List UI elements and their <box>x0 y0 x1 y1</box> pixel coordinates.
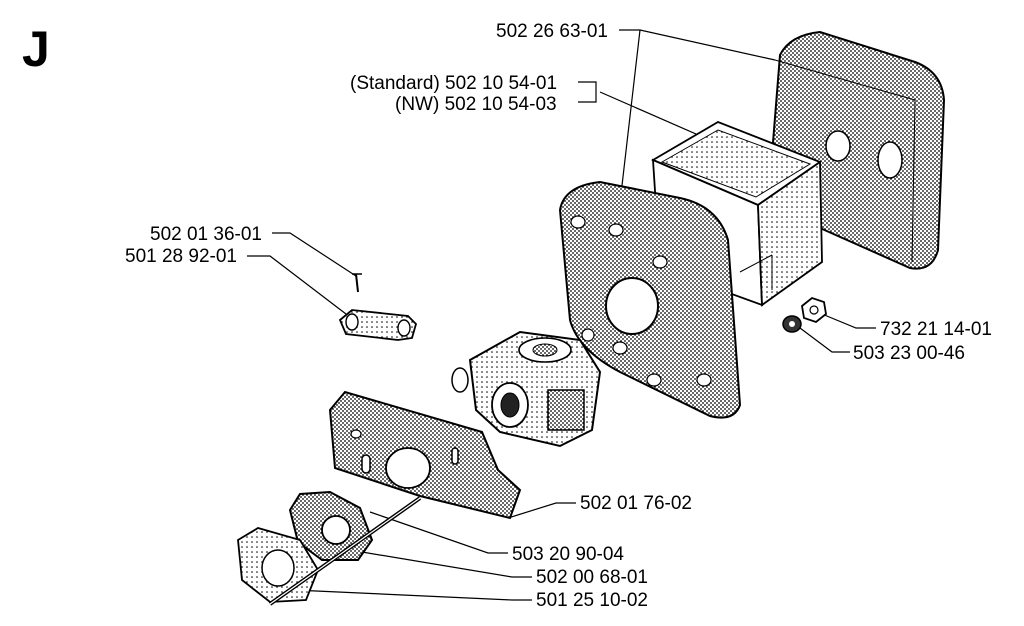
label-air-filter-standard: (Standard) 502 10 54-01 <box>350 73 558 94</box>
stud-bolt-part <box>268 496 422 606</box>
leader-air-filter-cover <box>619 29 776 61</box>
label-gasket: 502 00 68-01 <box>536 567 648 588</box>
label-stud-bolt: 501 25 10-02 <box>536 590 648 611</box>
label-heat-shield: 502 01 76-02 <box>580 493 692 514</box>
nut-part <box>801 296 827 324</box>
leader-screw <box>272 232 357 277</box>
leader-washer <box>799 327 850 353</box>
label-washer: 503 23 00-46 <box>853 343 965 364</box>
leader-intake-rubber <box>369 511 508 554</box>
screw-part <box>352 273 362 293</box>
intake-rubber-part <box>288 490 374 561</box>
label-handle-bracket: 501 28 92-01 <box>125 246 237 267</box>
washer-part <box>782 315 802 333</box>
leader-air-filter-bracket <box>578 81 597 103</box>
leader-gasket <box>349 549 532 578</box>
handle-bracket-part <box>338 309 418 341</box>
carburetor-part <box>451 330 602 448</box>
label-intake-rubber: 503 20 90-04 <box>512 544 624 565</box>
label-nut: 732 21 14-01 <box>880 319 992 340</box>
section-letter: J <box>22 21 50 77</box>
label-air-filter-nw: (NW) 502 10 54-03 <box>395 94 557 115</box>
leader-handle-bracket <box>247 255 347 315</box>
heat-shield-part <box>328 390 522 520</box>
label-air-filter-cover: 502 26 63-01 <box>496 21 608 42</box>
leader-stud-bolt <box>293 589 532 601</box>
leader-heat-shield <box>507 502 576 519</box>
leader-nut <box>821 313 876 329</box>
filter-plate-part <box>558 180 742 419</box>
leader-lines <box>247 29 876 601</box>
label-screw: 502 01 36-01 <box>150 224 262 245</box>
